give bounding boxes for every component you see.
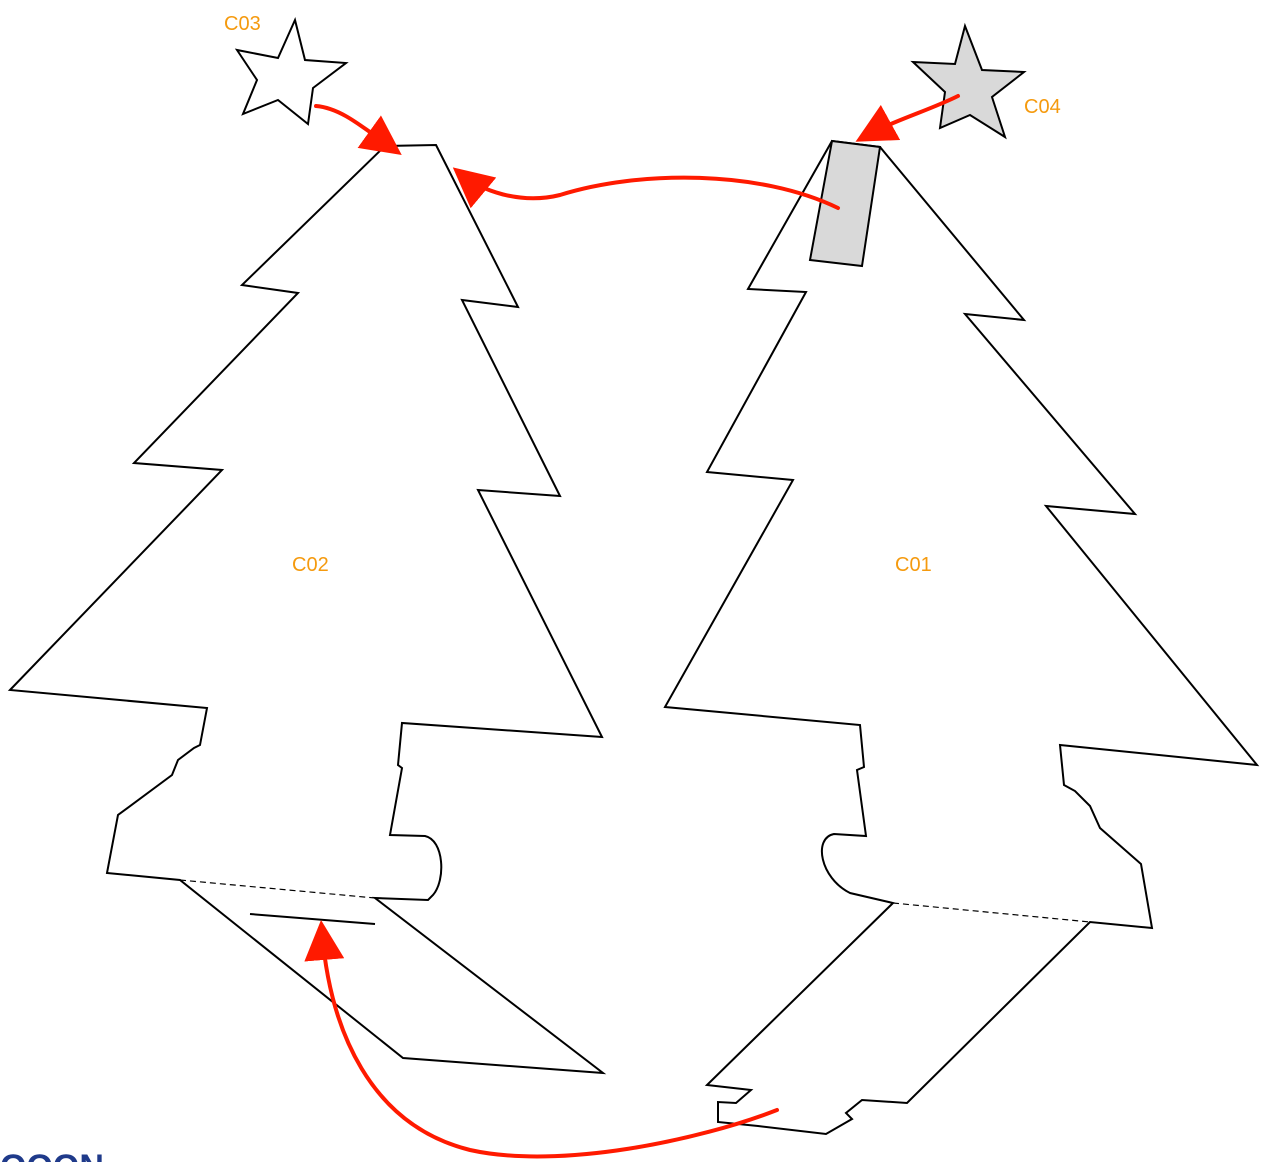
tree-c02-fold-line — [179, 879, 376, 899]
tree-c02-slot — [249, 913, 376, 925]
tree-c01-fold-line — [892, 902, 1091, 923]
tree-c01-shaded-slot — [808, 139, 882, 268]
arrow-star-c04-to-tree-c01 — [855, 94, 960, 142]
brand-fragment: OOON — [0, 1148, 104, 1162]
arrow-star-c03-to-tree-c02 — [314, 104, 402, 156]
star-c03-label: C03 — [224, 13, 261, 35]
tree-c01-outline — [663, 139, 1260, 1136]
arrow-base-c01-to-slot-c02 — [304, 920, 779, 1159]
star-c03 — [234, 16, 349, 126]
tree-c02-label: C02 — [292, 554, 329, 576]
tree-c02-outline — [7, 143, 607, 1075]
arrow-slot-c01-to-tree-c02-top — [452, 167, 840, 210]
tree-c01-label: C01 — [895, 554, 932, 576]
star-c04 — [910, 22, 1027, 140]
star-c04-label: C04 — [1024, 96, 1061, 118]
